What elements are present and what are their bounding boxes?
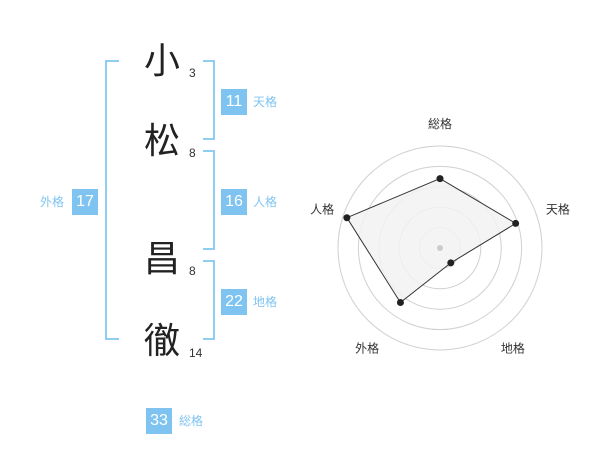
tenkaku-bracket: [203, 60, 215, 140]
radar-ring-4: [357, 165, 523, 331]
radar-ring-5: [337, 145, 543, 351]
radar-axis-label-3: 地格: [501, 340, 525, 355]
chikaku-label: 地格: [253, 295, 278, 309]
name-char-1: 小: [143, 41, 180, 82]
radar-point-4: [396, 298, 404, 306]
radar-center-dot: [437, 245, 443, 251]
radar-point-5: [343, 214, 351, 222]
stroke-count-4: 14: [189, 346, 203, 360]
chikaku-value-badge: 22: [221, 289, 247, 315]
radar-axis-label-1: 総格: [428, 116, 452, 131]
radar-axis-label-5: 人格: [310, 202, 334, 217]
stroke-count-3: 8: [189, 264, 196, 278]
jinkaku-label: 人格: [253, 195, 278, 209]
soukaku-label: 総格: [179, 414, 204, 428]
tenkaku-value-badge: 11: [221, 89, 247, 115]
radar-axis-label-4: 外格: [355, 340, 379, 355]
name-char-4: 徹: [143, 321, 180, 362]
radar-point-3: [447, 259, 455, 267]
stroke-count-2: 8: [189, 146, 196, 160]
jinkaku-bracket: [203, 150, 215, 250]
name-char-3: 昌: [143, 239, 180, 280]
gaikaku-value-badge: 17: [72, 189, 98, 215]
radar-polygon: [346, 178, 517, 304]
jinkaku-value-badge: 16: [221, 189, 247, 215]
soukaku-value-badge: 33: [146, 408, 172, 434]
tenkaku-label: 天格: [253, 95, 278, 109]
name-char-2: 松: [143, 121, 180, 162]
gaikaku-bracket: [105, 60, 119, 340]
gaikaku-label: 外格: [40, 195, 65, 209]
radar-point-2: [512, 219, 520, 227]
radar-point-1: [436, 175, 444, 183]
radar-axis-label-2: 天格: [546, 202, 570, 217]
chikaku-bracket: [203, 260, 215, 340]
stroke-count-1: 3: [189, 66, 196, 80]
